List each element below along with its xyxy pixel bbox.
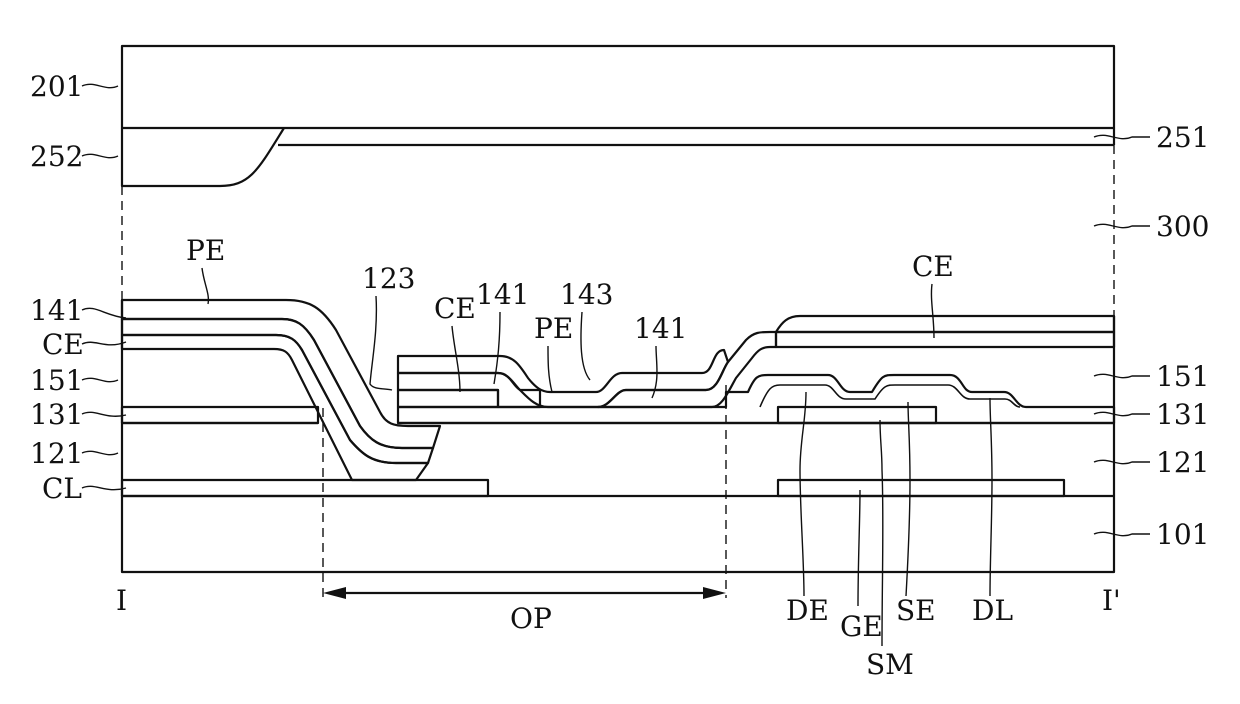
label-251: 251	[1156, 121, 1209, 154]
label-PE-mid: PE	[534, 312, 573, 345]
label-201: 201	[30, 70, 83, 103]
opening-OP-arrow	[323, 587, 726, 599]
label-CL: CL	[42, 472, 82, 505]
label-CE-mid: CE	[434, 292, 476, 325]
label-PE-top: PE	[186, 234, 225, 267]
label-121-right: 121	[1156, 446, 1209, 479]
label-CE-left: CE	[42, 328, 84, 361]
layer-131-left	[122, 407, 318, 423]
label-141-mid: 141	[476, 278, 529, 311]
pe-dotted-top-left	[122, 300, 440, 448]
label-123: 123	[362, 262, 415, 295]
label-SM: SM	[866, 648, 914, 681]
label-OP: OP	[510, 602, 552, 635]
source-drain-electrode-line	[760, 385, 1020, 407]
dashed-guides	[122, 145, 1114, 598]
label-141-left: 141	[30, 294, 83, 327]
label-300: 300	[1156, 210, 1209, 243]
layer-252	[122, 128, 284, 186]
label-SE: SE	[896, 594, 936, 627]
label-141-right: 141	[634, 312, 687, 345]
label-101: 101	[1156, 518, 1209, 551]
label-121-left: 121	[30, 437, 83, 470]
layer-141-left	[122, 319, 433, 463]
label-I-prime: I'	[1102, 584, 1121, 617]
label-DL: DL	[972, 594, 1013, 627]
passivation-143	[398, 350, 728, 407]
label-131-left: 131	[30, 398, 83, 431]
upper-substrate-201	[122, 46, 1114, 128]
label-252: 252	[30, 140, 83, 173]
gate-electrode-GE	[778, 480, 1064, 496]
middle-stack	[398, 350, 726, 407]
common-electrode-CE-right	[776, 316, 1114, 332]
label-131-right: 131	[1156, 398, 1209, 431]
lower-substrate-101	[122, 300, 1114, 572]
label-151-right: 151	[1156, 360, 1209, 393]
conductive-line-CL	[122, 480, 488, 496]
leader-lines	[82, 84, 1150, 646]
label-I: I	[116, 584, 127, 617]
labels: 201 252 251 300 141 CE 151 131 121 CL PE…	[30, 70, 1209, 681]
semiconductor-SM	[778, 407, 936, 423]
label-143: 143	[560, 278, 613, 311]
label-GE: GE	[840, 610, 883, 643]
layer-251	[278, 128, 1114, 145]
label-DE: DE	[786, 594, 829, 627]
layer-141-right	[776, 332, 1114, 347]
label-CE-right: CE	[912, 250, 954, 283]
label-151-left: 151	[30, 364, 83, 397]
